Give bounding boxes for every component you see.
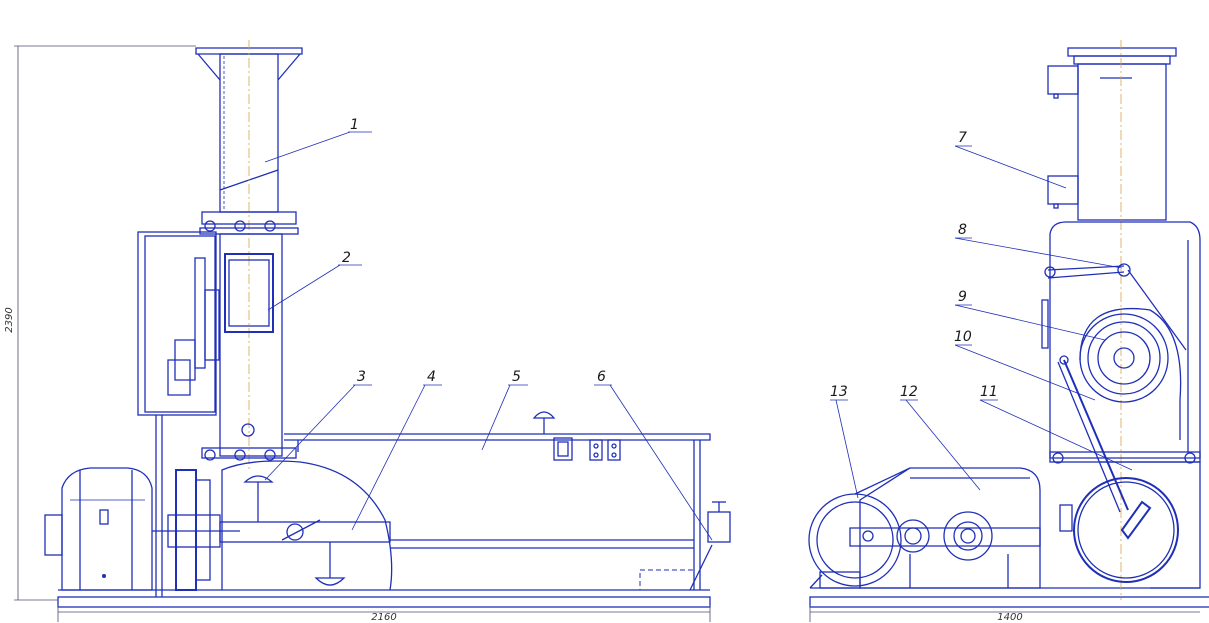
callout-3: 3: [357, 369, 366, 385]
dimension-side-width: 1400: [997, 612, 1022, 623]
leaders: [264, 131, 1133, 541]
callout-10: 10: [954, 329, 972, 345]
callout-labels: 1 2 3 4 5 6 7 8 9 10 11 12 13: [342, 117, 998, 400]
callout-8: 8: [958, 222, 967, 238]
callout-9: 9: [958, 289, 967, 305]
dimension-front-width: 2160: [371, 612, 396, 623]
callout-11: 11: [980, 384, 998, 400]
callout-1: 1: [350, 117, 359, 133]
dimension-labels: 2390 2160 1400: [4, 307, 1023, 623]
dimension-height: 2390: [4, 307, 15, 332]
front-view: [14, 40, 731, 622]
callout-5: 5: [512, 369, 521, 385]
callout-2: 2: [342, 250, 351, 266]
side-view: [808, 40, 1209, 622]
callout-6: 6: [597, 369, 606, 385]
callout-12: 12: [900, 384, 918, 400]
callout-4: 4: [427, 369, 436, 385]
callout-7: 7: [958, 130, 967, 146]
callout-13: 13: [830, 384, 848, 400]
